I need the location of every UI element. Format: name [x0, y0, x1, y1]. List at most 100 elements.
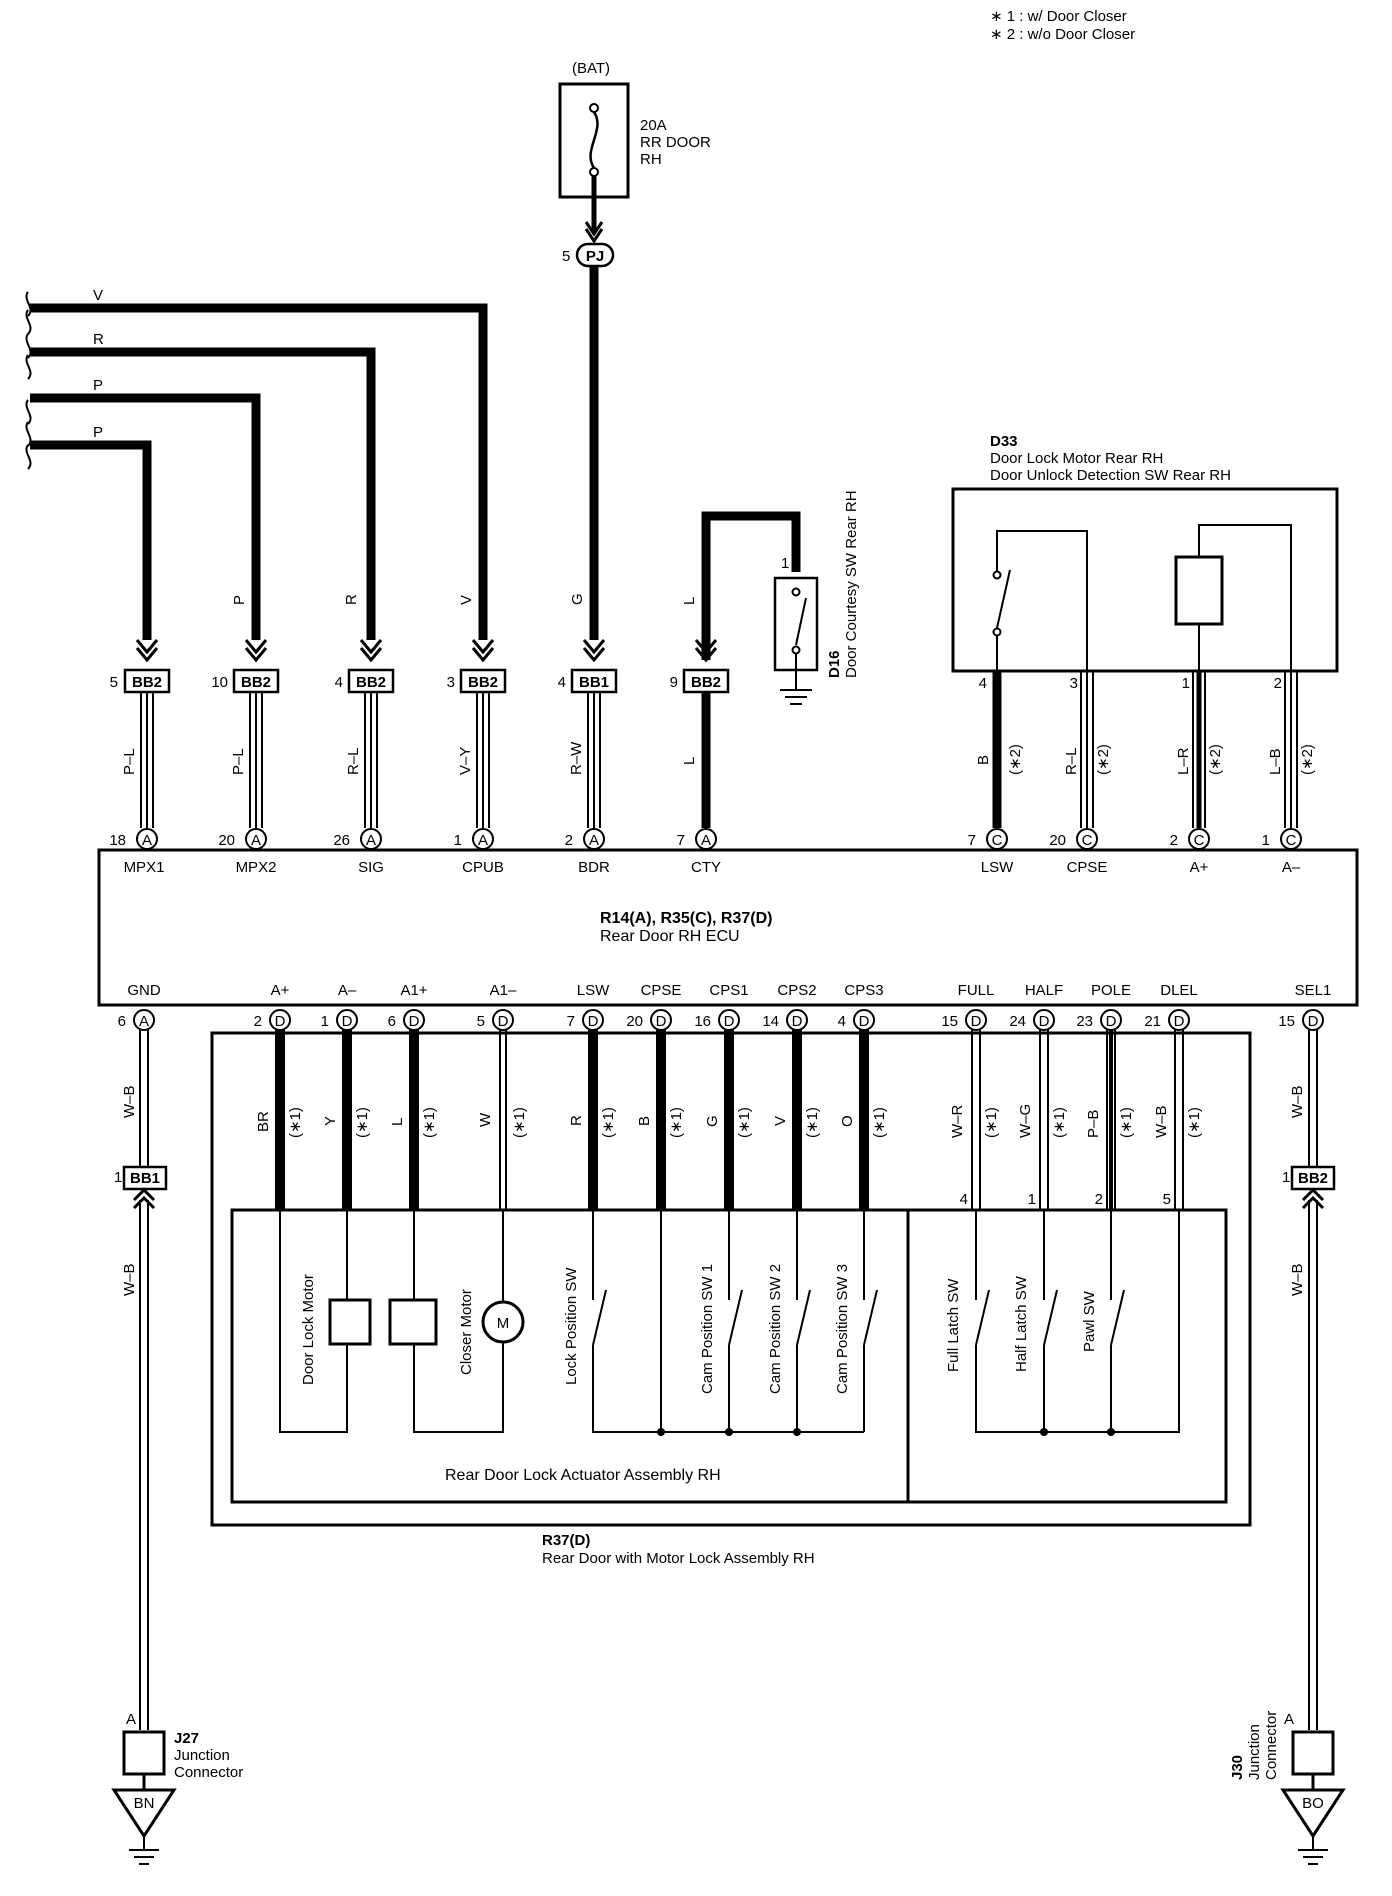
- note-a1-minus: (∗1): [511, 1107, 528, 1138]
- ecu-bottom-conn-lsw: D: [588, 1013, 599, 1030]
- fuse-name-1: RR DOOR: [640, 134, 711, 151]
- gnd-left-wire-label-1: W–B: [121, 1085, 138, 1118]
- d33-pin-1: 1: [1182, 675, 1190, 692]
- note-pole: (∗1): [1118, 1107, 1135, 1138]
- ground-triangle-bo: [1280, 1788, 1346, 1839]
- ecu-conn-sig: A: [366, 832, 376, 849]
- d33-note-am: (∗2): [1299, 744, 1316, 775]
- ecu-conn-cpse: C: [1082, 832, 1093, 849]
- d33-name-1: Door Lock Motor Rear RH: [990, 450, 1163, 467]
- ecu-conn-mpx1: A: [142, 832, 152, 849]
- wire-b: B: [636, 1116, 653, 1126]
- chevron-up-icon-right: [1301, 1187, 1325, 1210]
- bb-pin-sig: 4: [335, 674, 343, 691]
- harness-color-p1: P: [93, 377, 103, 394]
- label-full-latch: Full Latch SW: [945, 1278, 962, 1372]
- harness-color-p2: P: [93, 424, 103, 441]
- ecu-bottom-signal-cps3: CPS3: [844, 982, 883, 999]
- ecu-name: Rear Door RH ECU: [600, 928, 740, 945]
- ecu-bottom-conn-full: D: [971, 1013, 982, 1030]
- wire-label-l-cty: L: [681, 597, 698, 605]
- bb-pin-mpx1: 5: [110, 674, 118, 691]
- ecu-bottom-signal-cps1: CPS1: [709, 982, 748, 999]
- note-lsw: (∗1): [600, 1107, 617, 1138]
- sel1-wire-label-2: W–B: [1289, 1263, 1306, 1296]
- d33-wire-am: L–B: [1267, 748, 1284, 775]
- j30-name-1: Junction: [1246, 1724, 1263, 1780]
- wire-wg: W–G: [1017, 1104, 1034, 1138]
- wire-g: G: [704, 1115, 721, 1127]
- wire-w: W: [477, 1112, 494, 1127]
- ecu-bottom-conn-a1-minus: D: [498, 1013, 509, 1030]
- sel1-wires: [1308, 1030, 1318, 1730]
- ecu-pin-lsw: 7: [968, 832, 976, 849]
- latch-pin-dlel: 5: [1163, 1191, 1171, 1208]
- latch-pin-pole: 2: [1095, 1191, 1103, 1208]
- d33-pin-3: 3: [1070, 675, 1078, 692]
- gnd-left-wires: [139, 1030, 149, 1730]
- ecu-top-pin-circles: [136, 828, 1302, 850]
- d33-note-lsw: (∗2): [1007, 744, 1024, 775]
- ecu-bottom-pin-a1-minus: 5: [477, 1013, 485, 1030]
- chevron-down-icons: [135, 639, 718, 663]
- ecu-signal-cpub: CPUB: [462, 859, 504, 876]
- ecu-bottom-signal-gnd: GND: [127, 982, 161, 999]
- ecu-signal-cty: CTY: [691, 859, 721, 876]
- ground-bo: BO: [1302, 1795, 1324, 1812]
- sel1-wire-label-1: W–B: [1289, 1085, 1306, 1118]
- ecu-conn-cty: A: [701, 832, 711, 849]
- d33-note-cpse: (∗2): [1095, 744, 1112, 775]
- bb-code-sig: BB2: [356, 674, 386, 691]
- ecu-bottom-pin-cps1: 16: [694, 1013, 711, 1030]
- ecu-bottom-pin-half: 24: [1009, 1013, 1026, 1030]
- wire-v: V: [772, 1116, 789, 1126]
- ecu-bottom-pin-a-minus: 1: [321, 1013, 329, 1030]
- latch-pin-full: 4: [960, 1191, 968, 1208]
- ecu-bottom-conn-pole: D: [1106, 1013, 1117, 1030]
- note-a1-plus: (∗1): [421, 1107, 438, 1138]
- ground-bn: BN: [134, 1795, 155, 1812]
- ecu-conn-bdr: A: [589, 832, 599, 849]
- ecu-signal-bdr: BDR: [578, 859, 610, 876]
- j30-id: J30: [1229, 1755, 1246, 1780]
- ecu-bottom-pin-lsw: 7: [567, 1013, 575, 1030]
- d16-name: Door Courtesy SW Rear RH: [843, 490, 860, 678]
- ecu-signal-lsw: LSW: [981, 859, 1014, 876]
- fuse-icon: [589, 103, 599, 177]
- label-closer-motor: Closer Motor: [458, 1289, 475, 1375]
- ground-icon: [780, 654, 812, 705]
- j27-name-1: Junction: [174, 1747, 230, 1764]
- ecu-bottom-conn-sel1: D: [1308, 1013, 1319, 1030]
- fuse-name-2: RH: [640, 151, 662, 168]
- label-cam-1: Cam Position SW 1: [699, 1264, 716, 1394]
- d33-wire-cpse: R–L: [1063, 747, 1080, 775]
- ground-icon-right: [1298, 1836, 1328, 1865]
- bat-label: (BAT): [572, 60, 610, 77]
- wire-pb: P–B: [1085, 1110, 1102, 1138]
- ecu-bottom-pin-gnd: 6: [118, 1013, 126, 1030]
- switch-icon: [791, 587, 807, 655]
- ecu-bottom-pin-cpse: 20: [626, 1013, 643, 1030]
- label-cam-2: Cam Position SW 2: [767, 1264, 784, 1394]
- d33-wire-lsw: B: [975, 755, 992, 765]
- ecu-id: R14(A), R35(C), R37(D): [600, 910, 772, 927]
- ecu-bottom-pin-cps3: 4: [838, 1013, 846, 1030]
- label-half-latch: Half Latch SW: [1013, 1275, 1030, 1372]
- d33-box: [951, 487, 1339, 673]
- ecu-bottom-signal-cpse: CPSE: [641, 982, 682, 999]
- d33-pin-2: 2: [1274, 675, 1282, 692]
- ecu-pin-mpx2: 20: [218, 832, 235, 849]
- r37-id: R37(D): [542, 1532, 590, 1549]
- ecu-conn-cpub: A: [478, 832, 488, 849]
- ecu-bottom-conn-cps3: D: [859, 1013, 870, 1030]
- ecu-bottom-pin-dlel: 21: [1144, 1013, 1161, 1030]
- wire-l: L: [389, 1118, 406, 1126]
- ecu-pin-cty: 7: [677, 832, 685, 849]
- note-cpse: (∗1): [668, 1107, 685, 1138]
- d33-wire-ap: L–R: [1175, 747, 1192, 775]
- ecu-bottom-pin-a1-plus: 6: [388, 1013, 396, 1030]
- note-cps3: (∗1): [871, 1107, 888, 1138]
- ecu-bottom-conn-gnd: A: [139, 1013, 149, 1030]
- junction-dots: [657, 1428, 1115, 1436]
- bb-code-bdr: BB1: [579, 674, 609, 691]
